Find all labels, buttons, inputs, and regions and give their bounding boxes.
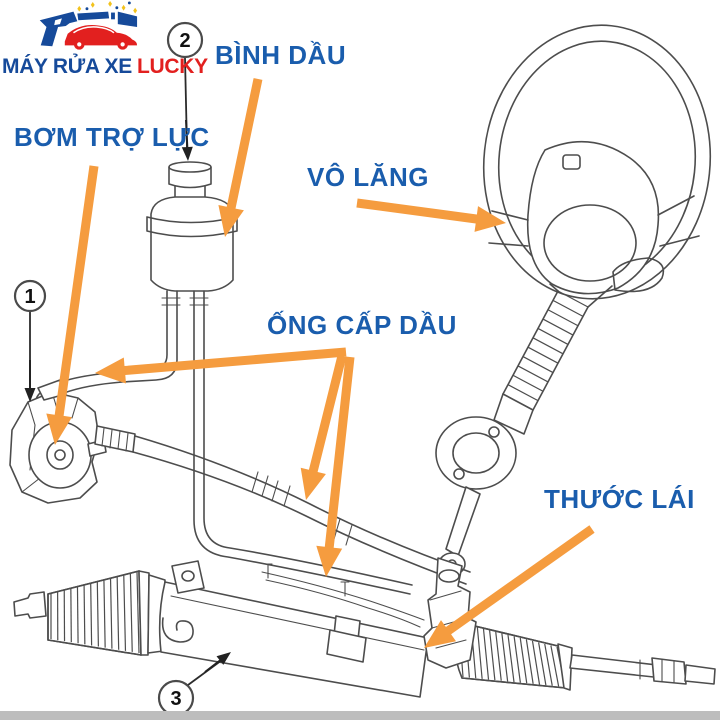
- left-bellows: [50, 571, 140, 654]
- arrow-ong-cap-dau-1: [95, 347, 347, 384]
- arrow-ong-cap-dau-3: [316, 356, 355, 577]
- label-binh-dau: BÌNH DẦU: [215, 40, 347, 70]
- label-thuoc-lai: THƯỚC LÁI: [544, 484, 695, 514]
- callout-3-number: 3: [170, 688, 181, 710]
- label-vo-lang: VÔ LĂNG: [307, 162, 429, 192]
- logo-car-wash-icon: [39, 1, 138, 50]
- logo-text-primary: MÁY RỬA XE: [2, 55, 132, 78]
- callout-1-number: 1: [24, 286, 35, 308]
- label-bom-tro-luc: BƠM TRỢ LỰC: [14, 122, 210, 152]
- pressure-hose-pump-to-rack: [132, 435, 471, 585]
- arrow-thuoc-lai: [424, 525, 595, 648]
- logo-text-accent: LUCKY: [136, 55, 208, 78]
- bottom-edge-strip: [0, 711, 720, 720]
- power-steering-pump: [9, 379, 136, 504]
- label-ong-cap-dau: ỐNG CẤP DẦU: [267, 310, 457, 340]
- arrow-vo-lang: [356, 198, 506, 232]
- steering-rack: [13, 560, 716, 698]
- oil-reservoir: [146, 161, 238, 306]
- steering-wheel: [482, 24, 712, 300]
- return-hose-reservoir-to-rack: [193, 290, 413, 595]
- callout-1: 1: [13, 279, 47, 402]
- callout-3: 3: [157, 652, 231, 717]
- arrow-ong-cap-dau-2: [300, 354, 347, 500]
- arrow-binh-dau: [218, 78, 263, 237]
- callout-2: 2: [166, 21, 204, 161]
- callout-2-number: 2: [179, 30, 190, 52]
- arrow-bom-tro-luc: [46, 165, 99, 445]
